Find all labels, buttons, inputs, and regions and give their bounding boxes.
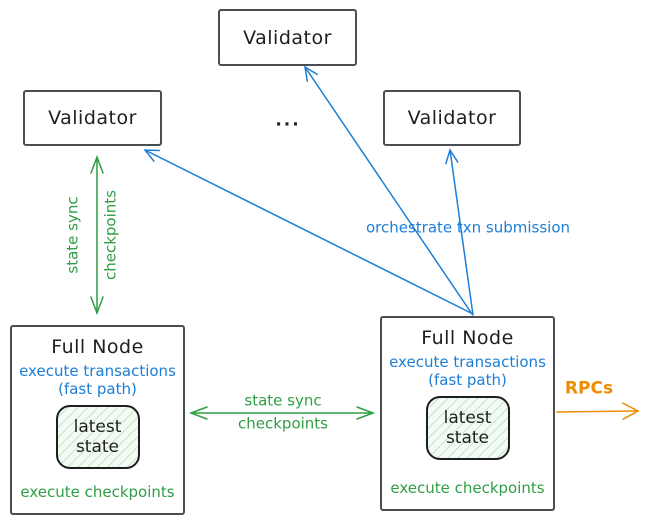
latest-state-line1: latest [443,407,492,428]
full-node-right-exec: execute transactions (fast path) [389,353,546,389]
edge-txn-to-left-validator [143,149,474,315]
full-node-left-title: Full Node [51,336,144,358]
latest-state-line2: state [445,428,490,449]
vertical-state-sync-label: state sync [63,196,82,274]
validator-right-label: Validator [407,107,497,129]
full-node-right-title: Full Node [421,327,514,349]
execute-checkpoints-label-right: execute checkpoints [390,479,545,497]
execute-checkpoints-label-left: execute checkpoints [20,483,175,501]
horizontal-checkpoints-label: checkpoints [238,414,328,433]
horizontal-state-sync-label: state sync [244,391,322,410]
fast-path-label: (fast path) [58,379,137,398]
vertical-checkpoints-label: checkpoints [101,190,120,280]
latest-state-line1: latest [73,416,122,437]
validator-box-top: Validator [218,9,357,66]
full-node-box-left: Full Node execute transactions (fast pat… [10,325,185,515]
edge-txn-to-right-validator [445,148,474,316]
latest-state-box-right: latest state [425,396,510,461]
exec-transactions-label: execute transactions [19,362,176,380]
full-node-box-right: Full Node execute transactions (fast pat… [380,316,555,511]
validator-top-label: Validator [243,26,332,49]
full-node-left-exec: execute transactions (fast path) [19,362,176,398]
validator-box-right: Validator [383,90,521,146]
exec-transactions-label: execute transactions [389,353,546,371]
latest-state-box-left: latest state [55,405,140,470]
orchestrate-txn-submission-label: orchestrate txn submission [365,218,571,237]
edge-txn-to-top-validator [303,65,473,315]
validator-left-label: Validator [48,107,137,129]
latest-state-line2: state [75,437,120,458]
edge-rpcs [556,402,640,420]
fast-path-label: (fast path) [428,370,507,389]
rpcs-label: RPCs [564,378,614,399]
validators-ellipsis: ... [275,110,301,131]
validator-box-left: Validator [23,90,162,146]
